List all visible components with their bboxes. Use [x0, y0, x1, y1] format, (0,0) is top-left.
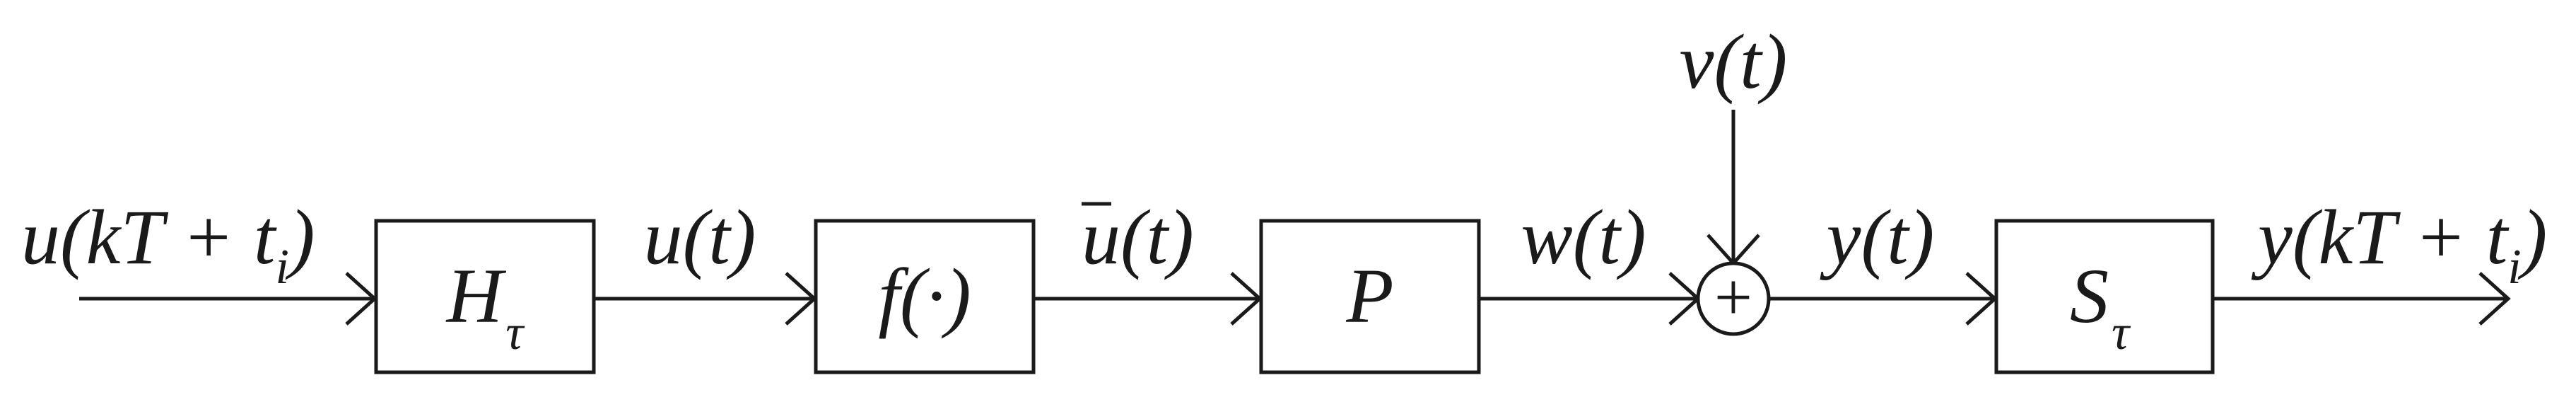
svg-text:u(kT + ti): u(kT + ti)	[21, 194, 315, 294]
summing-junction: +	[1696, 259, 1771, 336]
sampler-block-subscript: τ	[2112, 306, 2131, 360]
svg-text:u(t): u(t)	[1082, 194, 1194, 280]
nonlinearity-block-label: f(·)	[878, 253, 971, 339]
y-signal-label: y(t)	[1820, 194, 1935, 280]
output-signal-label: y(kT + t	[2251, 194, 2510, 280]
plant-block: P	[1259, 219, 1481, 374]
sampler-block: Sτ	[1994, 219, 2215, 374]
plant-block-label: P	[1345, 253, 1393, 339]
svg-text:y(kT + ti): y(kT + ti)	[2251, 194, 2547, 294]
hold-block-subscript: τ	[505, 306, 525, 360]
sampler-block-label: S	[2070, 253, 2109, 339]
output-arrowhead	[2478, 272, 2511, 326]
u-signal-label: u(t)	[644, 194, 756, 280]
input-signal-label: u(kT + t	[21, 194, 277, 280]
ubar-signal-label: u(t)	[1082, 194, 1194, 280]
ubar-signal-rest: (t)	[1120, 194, 1194, 280]
hold-block: Hτ	[374, 219, 596, 374]
disturbance-signal-label: v(t)	[1680, 18, 1788, 105]
svg-text:Sτ: Sτ	[2070, 253, 2131, 360]
summing-junction-plus: +	[1714, 259, 1752, 335]
hold-block-label: H	[445, 253, 507, 339]
input-signal-close: )	[285, 194, 315, 280]
svg-text:Hτ: Hτ	[445, 253, 525, 360]
nonlinearity-block: f(·)	[814, 219, 1036, 374]
w-signal-label: w(t)	[1521, 194, 1646, 280]
input-signal-subscript: i	[275, 240, 288, 294]
ubar-signal-base: u	[1082, 194, 1120, 280]
output-signal-close: )	[2517, 194, 2548, 280]
output-signal-subscript: i	[2507, 240, 2521, 294]
